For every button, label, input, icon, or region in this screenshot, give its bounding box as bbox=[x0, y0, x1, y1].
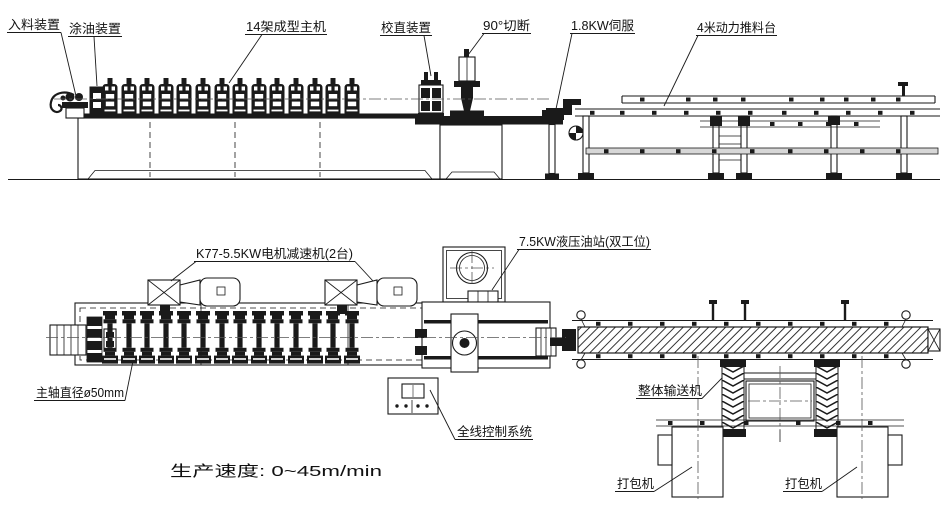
straightener-device bbox=[418, 72, 444, 118]
packer-left bbox=[657, 426, 724, 498]
datum-symbol bbox=[568, 125, 584, 141]
hydraulic-station bbox=[442, 246, 506, 303]
label-hydraulic-station-text: 7.5KW液压油站(双工位) bbox=[519, 234, 650, 249]
label-oiler: 涂油装置 bbox=[68, 21, 122, 87]
label-main-shaft: 主轴直径ø50mm bbox=[34, 360, 134, 401]
servo-motor bbox=[542, 108, 564, 120]
plan-labels: K77-5.5KW电机减速机(2台) 7.5KW液压油站(双工位) 主轴直径ø5… bbox=[34, 234, 858, 492]
label-gear-motor-text: K77-5.5KW电机减速机(2台) bbox=[196, 246, 353, 261]
oiler-device bbox=[89, 86, 105, 115]
label-feeder: 入料装置 bbox=[7, 18, 77, 97]
plan-view: K77-5.5KW电机减速机(2台) 7.5KW液压油站(双工位) 主轴直径ø5… bbox=[34, 234, 941, 499]
support-column-left bbox=[721, 365, 745, 431]
label-push-table: 4米动力推料台 bbox=[663, 20, 777, 107]
label-servo: 1.8KW伺服 bbox=[555, 19, 635, 110]
conveyor-plan bbox=[562, 300, 941, 369]
gear-motor-left bbox=[147, 277, 241, 314]
label-control-system-text: 全线控制系统 bbox=[457, 424, 532, 439]
label-cutoff: 90°切断 bbox=[467, 18, 531, 56]
gear-motor-right bbox=[324, 277, 418, 314]
label-main-shaft-text: 主轴直径ø50mm bbox=[36, 385, 124, 400]
label-control-system: 全线控制系统 bbox=[429, 389, 533, 440]
control-box bbox=[387, 377, 439, 415]
feeder-device bbox=[49, 91, 88, 119]
label-servo-text: 1.8KW伺服 bbox=[571, 19, 635, 33]
end-stop-pin bbox=[902, 85, 905, 96]
label-cutoff-text: 90°切断 bbox=[483, 18, 530, 33]
label-oiler-text: 涂油装置 bbox=[69, 21, 121, 36]
feed-table-plan bbox=[49, 316, 117, 363]
label-forming-machine: 14架成型主机 bbox=[228, 20, 327, 84]
conveyor-belt bbox=[577, 326, 929, 354]
label-gear-motor: K77-5.5KW电机减速机(2台) bbox=[170, 246, 374, 282]
label-forming-machine-text: 14架成型主机 bbox=[246, 20, 327, 34]
label-push-table-text: 4米动力推料台 bbox=[697, 20, 776, 35]
label-packer-right-text: 打包机 bbox=[785, 477, 822, 491]
forming-machine-bed bbox=[77, 113, 441, 180]
elevation-view: 入料装置 涂油装置 14架成型主机 校直装置 90°切断 bbox=[7, 18, 940, 181]
elevation-labels: 入料装置 涂油装置 14架成型主机 校直装置 90°切断 bbox=[7, 18, 777, 110]
packer-right bbox=[836, 426, 903, 498]
production-speed-note: 生产速度: 0~45m/min bbox=[170, 463, 382, 480]
conveyor-pins bbox=[709, 300, 849, 321]
conveyor-support bbox=[656, 359, 904, 442]
cutoff-device bbox=[450, 49, 484, 117]
label-conveyor-text: 整体输送机 bbox=[638, 383, 702, 398]
support-column-right bbox=[815, 365, 839, 431]
label-packer-left: 打包机 bbox=[615, 466, 693, 492]
label-straightener-text: 校直装置 bbox=[381, 20, 431, 35]
label-packer-left-text: 打包机 bbox=[617, 477, 654, 491]
label-feeder-text: 入料装置 bbox=[8, 18, 60, 32]
push-table bbox=[563, 82, 940, 179]
label-hydraulic-station: 7.5KW液压油站(双工位) bbox=[491, 234, 651, 291]
table-legs bbox=[578, 115, 912, 179]
label-conveyor: 整体输送机 bbox=[636, 377, 723, 399]
label-straightener: 校直装置 bbox=[380, 20, 432, 77]
cutoff-unit-plan bbox=[415, 301, 563, 373]
cutoff-cabinet bbox=[415, 116, 563, 180]
label-packer-right: 打包机 bbox=[783, 466, 858, 492]
